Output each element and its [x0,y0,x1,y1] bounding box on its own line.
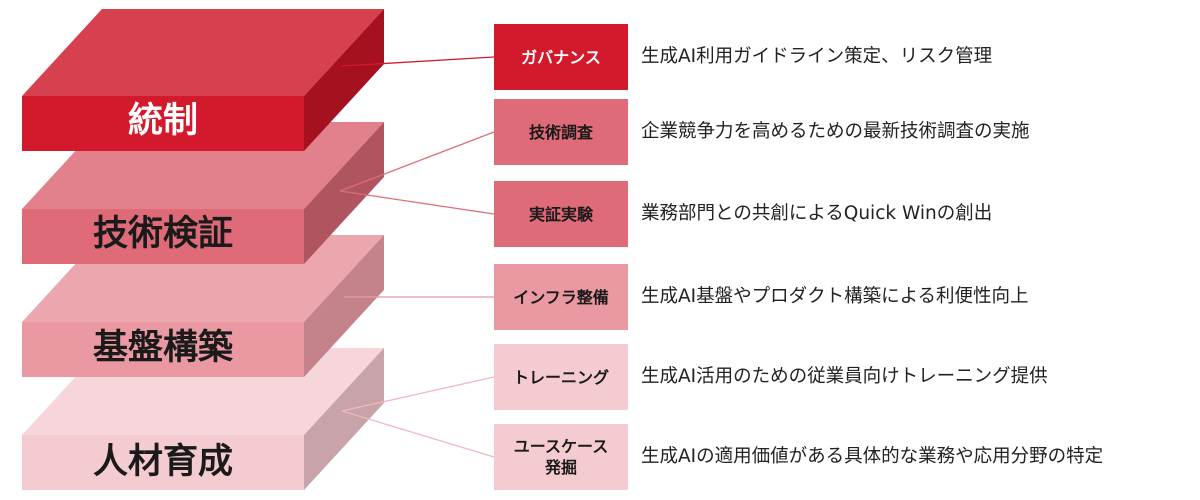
layer-right-face [304,9,384,151]
layer-label: 人材育成 [93,442,233,482]
layer-label: 基盤構築 [93,328,234,368]
layer-right-face [304,235,384,377]
initiative-box-tech-research: 技術調査 [494,99,628,165]
initiative-box-governance: ガバナンス [494,24,628,90]
layer-top-face [22,9,384,96]
initiative-box-use-case: ユースケース 発掘 [494,424,628,490]
layer-front-face [22,209,304,264]
initiative-description-tech-research: 企業競争力を高めるための最新技術調査の実施 [641,121,1030,142]
initiative-box-poc: 実証実験 [494,181,628,247]
layer-front-face [22,435,304,490]
initiative-box-infrastructure: インフラ整備 [494,264,628,330]
connector-line-tech-research [339,131,495,192]
layer-right-face [304,122,384,264]
connector-line-governance [341,56,495,67]
initiative-description-poc: 業務部門との共創によるQuick Winの創出 [641,203,993,224]
connector-line-training [341,376,495,412]
initiative-title: 実証実験 [528,204,593,224]
initiative-title: トレーニング [512,367,609,387]
initiative-description-training: 生成AI活用のための従業員向けトレーニング提供 [641,366,1048,387]
layer-front-face [22,322,304,377]
connector-line-poc [339,190,495,215]
layer-label: 技術検証 [93,214,233,254]
initiative-description-infrastructure: 生成AI基盤やプロダクト構築による利便性向上 [641,286,1029,307]
layer-tousei: 統制 [22,9,384,151]
connector-line-use-case [341,410,495,458]
initiative-title: ユースケース 発掘 [513,437,609,477]
layer-front-face [22,96,304,151]
initiative-description-use-case: 生成AIの適用価値がある具体的な業務や応用分野の特定 [641,446,1104,467]
initiative-title: ガバナンス [521,47,601,67]
initiative-title: インフラ整備 [513,287,609,307]
initiative-title: 技術調査 [528,122,593,142]
layer-right-face [304,348,384,490]
initiative-description-governance: 生成AI利用ガイドライン策定、リスク管理 [641,46,993,67]
layer-label: 統制 [128,101,198,141]
initiative-box-training: トレーニング [494,344,628,410]
